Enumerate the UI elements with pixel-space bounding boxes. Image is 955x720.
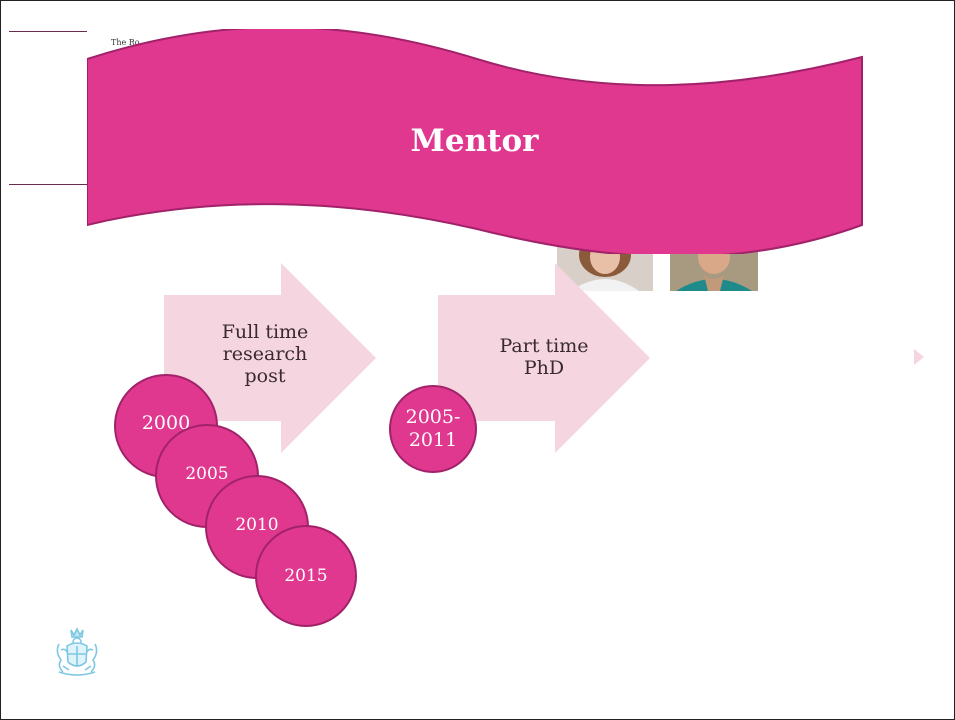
banner-title: Mentor xyxy=(410,123,539,159)
header-rule-bottom xyxy=(9,184,87,185)
header-org-text: The Ro xyxy=(111,38,140,47)
process-arrow-2 xyxy=(438,263,650,453)
year-label: 2000 xyxy=(141,412,191,434)
period-label: 2005- 2011 xyxy=(405,406,461,451)
process-step-1-label: Full time research post xyxy=(221,321,309,387)
period-circle: 2005- 2011 xyxy=(389,385,477,473)
process-arrow-1 xyxy=(164,263,376,453)
royal-crest-icon xyxy=(56,627,98,676)
chevron-right-icon xyxy=(914,349,924,365)
process-step-2-label: Part time PhD xyxy=(499,335,589,379)
year-label: 2005 xyxy=(185,464,229,484)
year-label: 2015 xyxy=(284,566,328,586)
year-label: 2010 xyxy=(235,515,279,535)
mentor-banner xyxy=(87,29,863,254)
year-circle-2015: 2015 xyxy=(255,525,357,627)
header-rule-top xyxy=(9,31,87,32)
